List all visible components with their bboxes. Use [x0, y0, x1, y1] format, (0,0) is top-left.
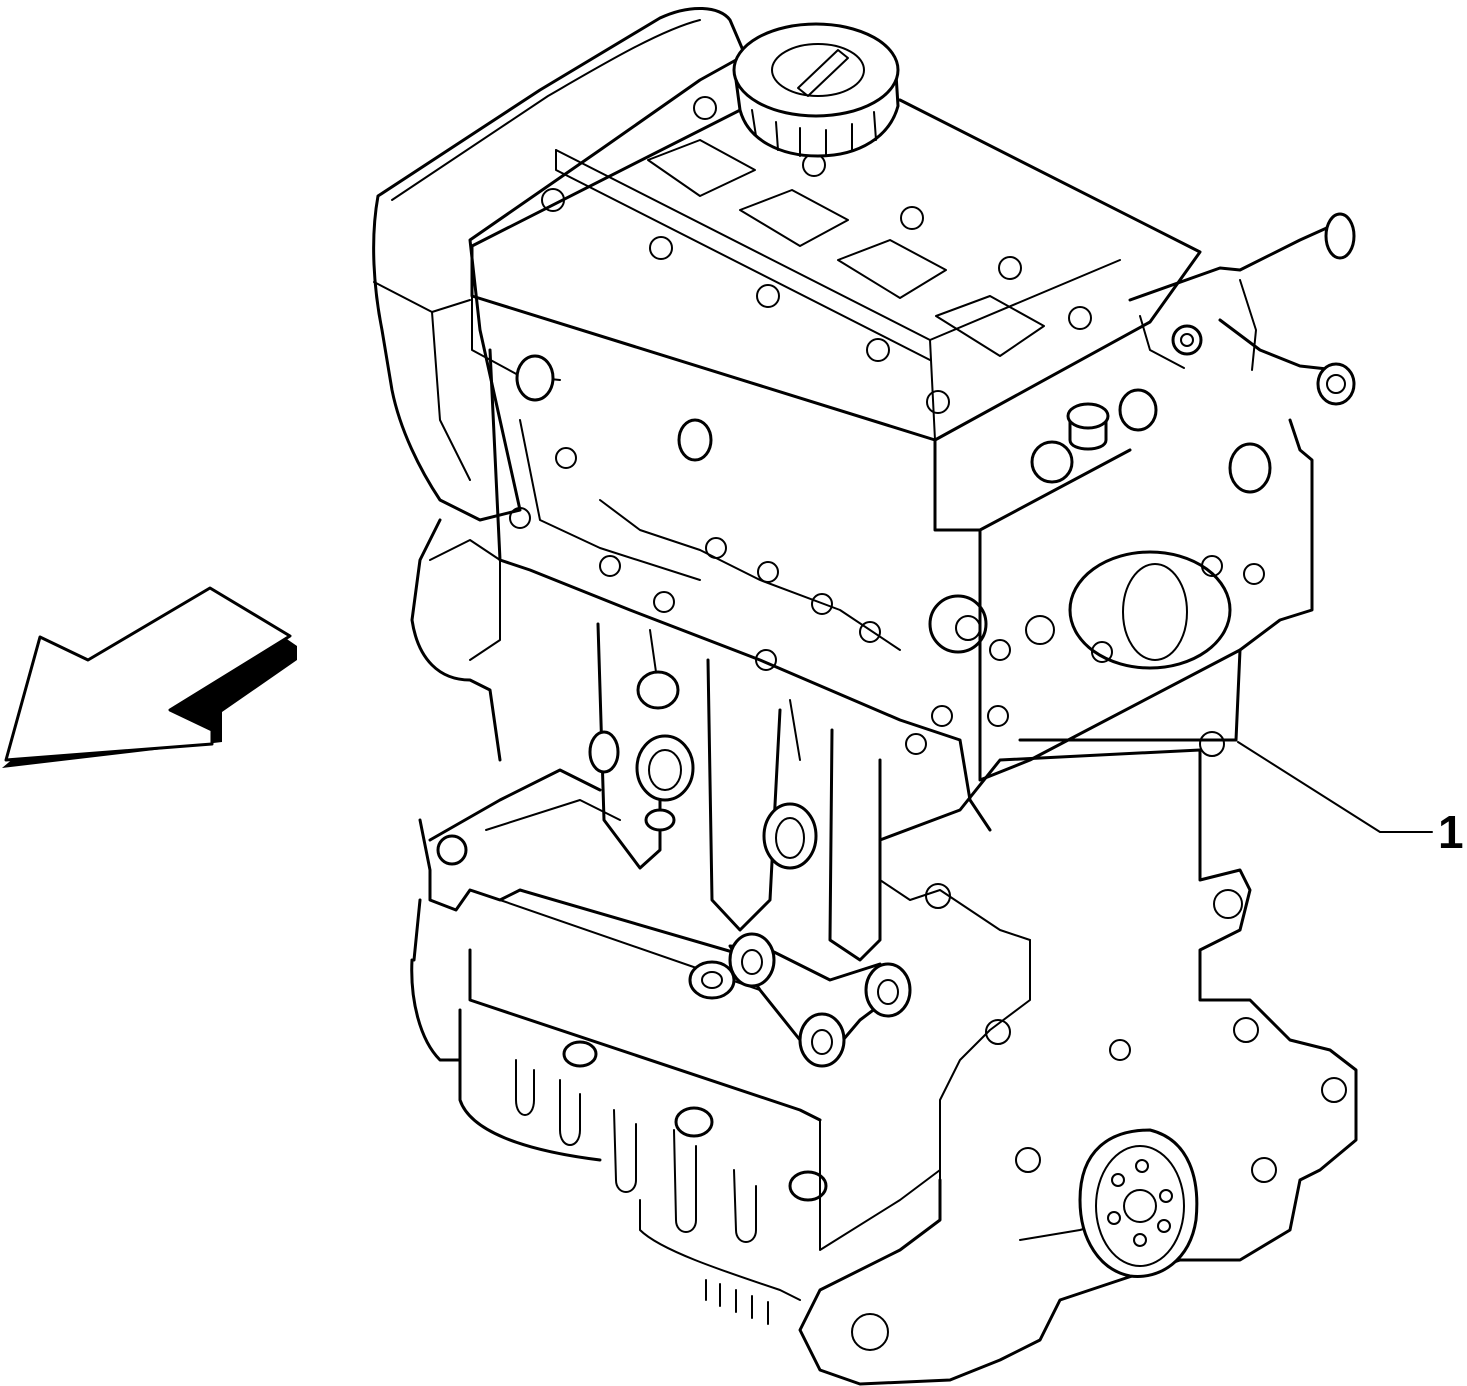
- direction-arrow-icon: [2, 586, 297, 768]
- engine-block: [372, 6, 1358, 1386]
- coolant-outlet-icon: [1128, 212, 1356, 406]
- oil-filler-cap-icon: [732, 22, 900, 158]
- callout-leader-line: [1237, 741, 1433, 833]
- callout-number: 1: [1438, 806, 1464, 858]
- callout-1: 1: [1237, 741, 1464, 858]
- crank-pulley-icon: [1078, 1128, 1199, 1278]
